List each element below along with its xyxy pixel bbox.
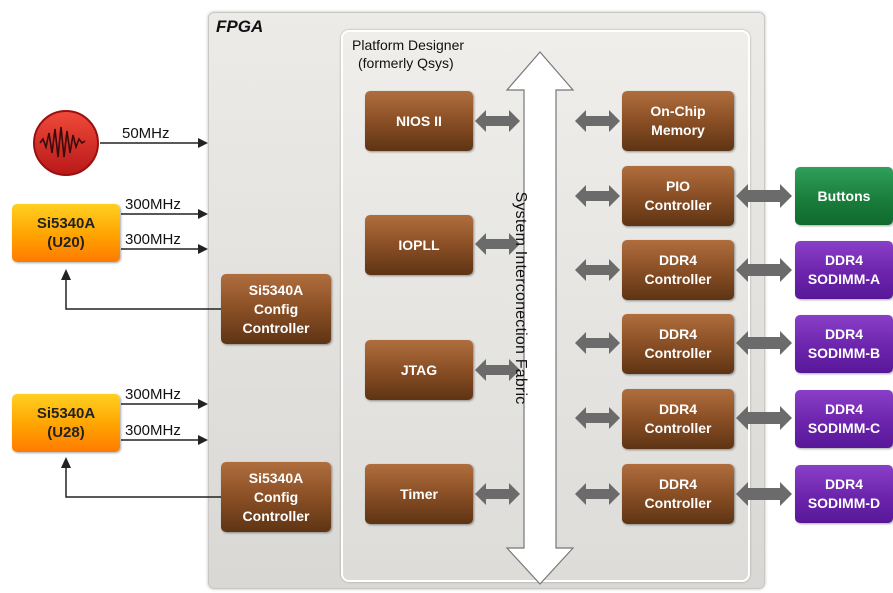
sodimm-c-line2: SODIMM-C xyxy=(807,420,881,436)
u20-clock-arrowhead-1 xyxy=(198,209,208,219)
ddr4-sodimm-b-block: DDR4 SODIMM-B xyxy=(795,315,893,373)
ddr4a-line2: Controller xyxy=(644,271,712,287)
on-chip-line2: Memory xyxy=(651,122,705,138)
sodimm-b-line1: DDR4 xyxy=(824,326,864,342)
config1-feedback-arrowhead xyxy=(61,269,71,280)
ddr4-controller-c-block: DDR4 Controller xyxy=(622,389,734,449)
platform-designer-title-line1: Platform Designer xyxy=(352,37,465,53)
fpga-title: FPGA xyxy=(216,17,264,36)
ddr4-sodimm-d-block: DDR4 SODIMM-D xyxy=(795,465,893,523)
u28-freq-label-2: 300MHz xyxy=(125,422,181,439)
ddr4b-line2: Controller xyxy=(644,345,712,361)
ddr4a-bus-arrow xyxy=(575,259,620,281)
iopll-block: IOPLL xyxy=(365,215,473,275)
ddr4b-line1: DDR4 xyxy=(658,326,698,342)
ddr4-controller-d-block: DDR4 Controller xyxy=(622,464,734,524)
ddr4-controller-b-block: DDR4 Controller xyxy=(622,314,734,374)
fabric-double-arrow xyxy=(505,51,575,585)
sodimm-a-bus-arrow xyxy=(736,258,792,282)
iopll-label: IOPLL xyxy=(398,236,440,253)
platform-designer-title-line2: (formerly Qsys) xyxy=(358,55,454,71)
sodimm-d-line1: DDR4 xyxy=(824,476,864,492)
si5340a-config-controller-1: Si5340A Config Controller xyxy=(221,274,331,344)
nios-ii-label: NIOS II xyxy=(396,112,442,129)
left-bus-arrows xyxy=(475,110,520,505)
sodimm-d-line2: SODIMM-D xyxy=(807,495,881,511)
u28-clock-arrowhead-1 xyxy=(198,399,208,409)
sodimm-b-line2: SODIMM-B xyxy=(807,345,881,361)
sodimm-b-bus-arrow xyxy=(736,331,792,355)
external-bus-arrows xyxy=(736,184,792,506)
u20-ref: (U20) xyxy=(47,234,85,251)
platform-designer-title: Platform Designer (formerly Qsys) xyxy=(352,36,527,72)
buttons-bus-arrow xyxy=(736,184,792,208)
config2-line1: Si5340A xyxy=(248,469,304,486)
config1-line3: Controller xyxy=(242,319,310,336)
u20-freq-label-1: 300MHz xyxy=(125,196,181,213)
ddr4c-bus-arrow xyxy=(575,407,620,429)
pio-bus-arrow xyxy=(575,185,620,207)
sodimm-c-line1: DDR4 xyxy=(824,401,864,417)
timer-label: Timer xyxy=(400,485,438,502)
ddr4-sodimm-a-block: DDR4 SODIMM-A xyxy=(795,241,893,299)
config2-feedback-line xyxy=(65,466,221,498)
jtag-bus-arrow xyxy=(475,359,520,381)
u28-ref: (U28) xyxy=(47,424,85,441)
si5340a-u28-block: Si5340A (U28) xyxy=(12,394,120,452)
ddr4b-bus-arrow xyxy=(575,332,620,354)
u20-freq-label-2: 300MHz xyxy=(125,231,181,248)
jtag-block: JTAG xyxy=(365,340,473,400)
sodimm-c-bus-arrow xyxy=(736,406,792,430)
u20-name: Si5340A xyxy=(36,215,96,232)
iopll-bus-arrow xyxy=(475,233,520,255)
config1-line2: Config xyxy=(253,300,299,317)
pio-line2: Controller xyxy=(644,197,712,213)
nios-bus-arrow xyxy=(475,110,520,132)
ddr4c-line1: DDR4 xyxy=(658,401,698,417)
si5340a-config-controller-2: Si5340A Config Controller xyxy=(221,462,331,532)
buttons-block: Buttons xyxy=(795,167,893,225)
sodimm-a-line2: SODIMM-A xyxy=(807,271,881,287)
timer-bus-arrow xyxy=(475,483,520,505)
sodimm-a-line1: DDR4 xyxy=(824,252,864,268)
pio-controller-block: PIO Controller xyxy=(622,166,734,226)
fabric-label: System Interconection Fabric xyxy=(512,191,529,405)
jtag-label: JTAG xyxy=(400,361,438,378)
u28-name: Si5340A xyxy=(36,405,96,422)
pio-line1: PIO xyxy=(665,178,691,194)
on-chip-line1: On-Chip xyxy=(650,103,706,119)
timer-block: Timer xyxy=(365,464,473,524)
buttons-label: Buttons xyxy=(817,188,871,204)
ddr4d-line1: DDR4 xyxy=(658,476,698,492)
ddr4-sodimm-c-block: DDR4 SODIMM-C xyxy=(795,390,893,448)
config2-feedback-arrowhead xyxy=(61,457,71,468)
ddr4a-line1: DDR4 xyxy=(658,252,698,268)
oscillator-icon xyxy=(33,110,99,176)
si5340a-u20-block: Si5340A (U20) xyxy=(12,204,120,262)
ddr4-controller-a-block: DDR4 Controller xyxy=(622,240,734,300)
u28-clock-arrowhead-2 xyxy=(198,435,208,445)
osc-clock-arrowhead xyxy=(198,138,208,148)
ddr4d-bus-arrow xyxy=(575,483,620,505)
config1-feedback-line xyxy=(65,278,221,310)
nios-ii-block: NIOS II xyxy=(365,91,473,151)
u28-freq-label-1: 300MHz xyxy=(125,386,181,403)
osc-frequency-label: 50MHz xyxy=(122,125,170,142)
ddr4d-line2: Controller xyxy=(644,495,712,511)
onchip-bus-arrow xyxy=(575,110,620,132)
config1-line1: Si5340A xyxy=(248,281,304,298)
sodimm-d-bus-arrow xyxy=(736,482,792,506)
config2-line2: Config xyxy=(253,488,299,505)
right-bus-arrows xyxy=(575,110,620,505)
config2-line3: Controller xyxy=(242,507,310,524)
ddr4c-line2: Controller xyxy=(644,420,712,436)
on-chip-memory-block: On-Chip Memory xyxy=(622,91,734,151)
u20-clock-arrowhead-2 xyxy=(198,244,208,254)
